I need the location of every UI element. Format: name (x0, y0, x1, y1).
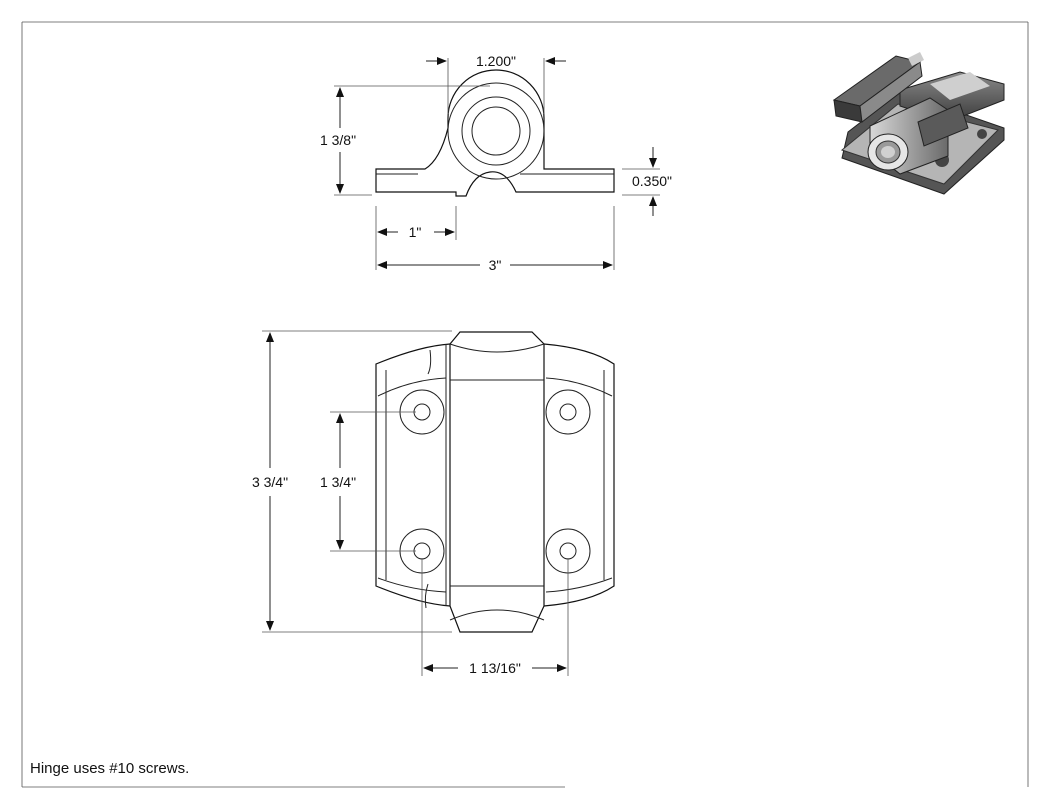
dim-top-width: 1.200" (426, 53, 566, 114)
plan-view (375, 331, 615, 633)
label-hole-horizontal: 1 13/16" (469, 660, 521, 676)
sheet-border (21, 21, 1029, 788)
note-text: Hinge uses #10 screws. (30, 760, 190, 777)
dim-overall-height: 3 3/4" (252, 330, 452, 633)
dim-hole-horizontal: 1 13/16" (421, 558, 569, 676)
dim-hole-vertical: 1 3/4" (320, 411, 416, 552)
label-hole-vertical: 1 3/4" (320, 474, 356, 490)
label-overall-height: 3 3/4" (252, 474, 288, 490)
label-offset: 1" (409, 224, 422, 240)
label-overall-width: 3" (489, 257, 502, 273)
end-view (375, 69, 615, 197)
label-top-height: 1 3/8" (320, 132, 356, 148)
dim-thickness: 0.350" (622, 147, 672, 216)
screw-hole-top-right (545, 389, 591, 435)
label-top-width: 1.200" (476, 53, 516, 69)
hinge-3d-render (832, 52, 1005, 195)
dim-top-height: 1 3/8" (320, 85, 490, 196)
dim-offset: 1" (375, 206, 457, 270)
dim-overall-width: 3" (377, 206, 615, 273)
label-thickness: 0.350" (632, 173, 672, 189)
